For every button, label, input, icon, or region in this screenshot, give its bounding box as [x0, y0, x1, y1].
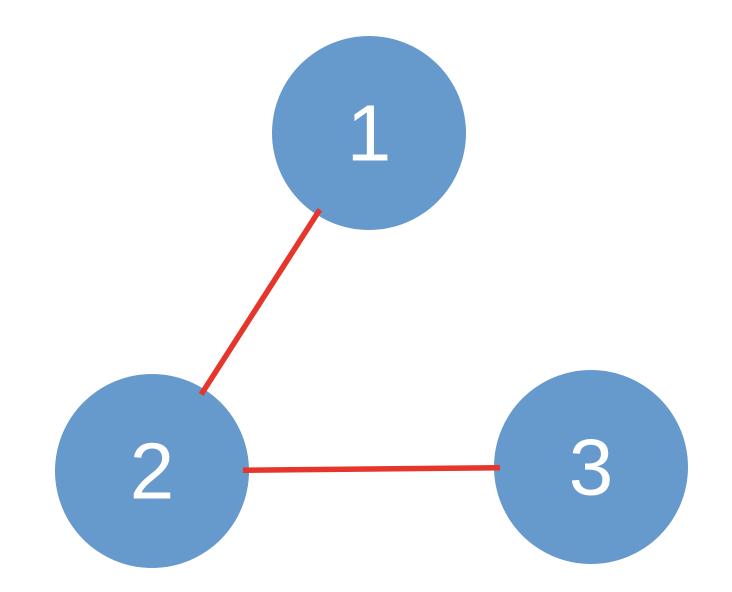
node-3-circle[interactable] — [494, 370, 688, 564]
node-layer — [55, 36, 688, 568]
edge-1-2[interactable] — [198, 208, 323, 396]
node-1-circle[interactable] — [272, 36, 466, 230]
edge-2-3[interactable] — [242, 465, 501, 473]
node-2-circle[interactable] — [55, 374, 249, 568]
edge-layer — [198, 208, 501, 473]
